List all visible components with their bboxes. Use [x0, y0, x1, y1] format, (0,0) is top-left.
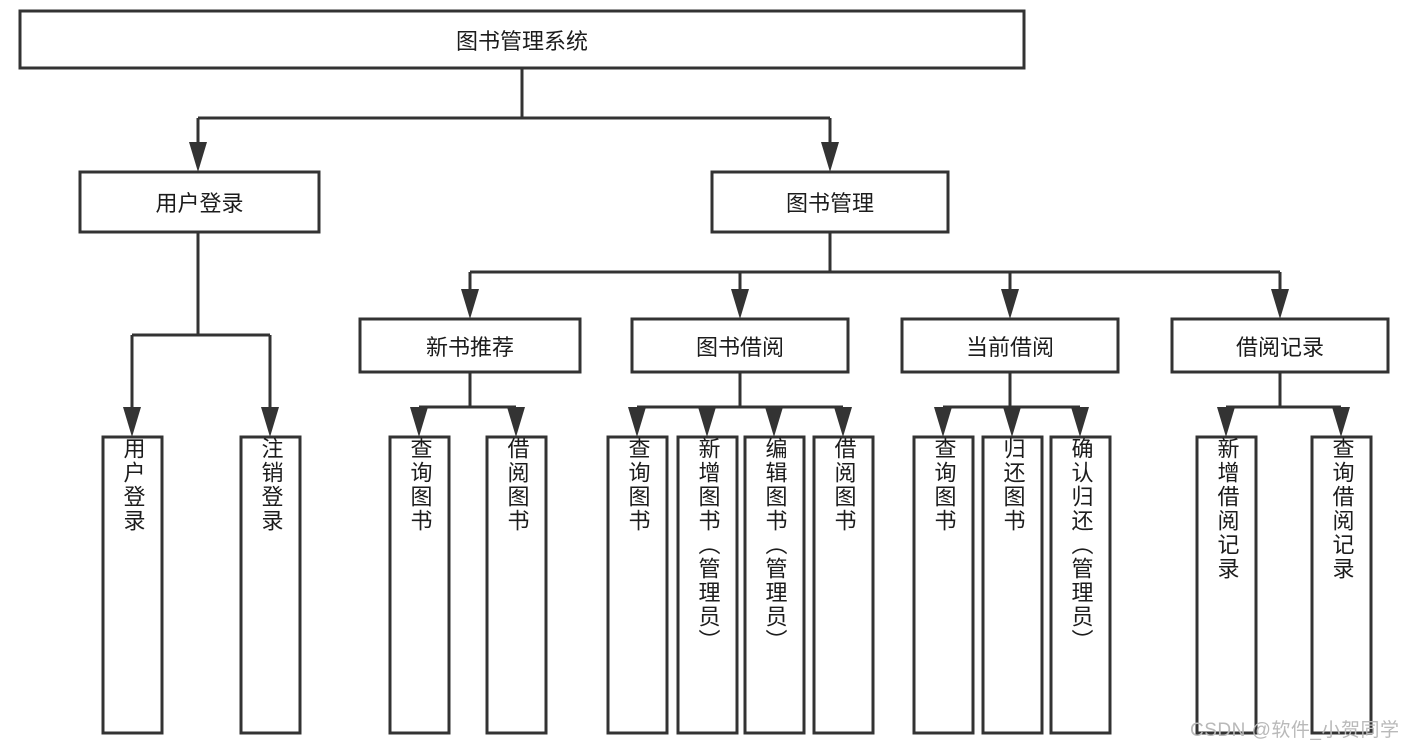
node-box-leaf-logout-login[interactable] [239, 435, 302, 735]
node-box-leaf-query-book-2[interactable] [606, 435, 669, 735]
node-box-leaf-query-record[interactable] [1310, 435, 1373, 735]
node-box-root[interactable] [18, 9, 1026, 70]
connector-group-root [189, 68, 839, 172]
connector-group-new-book-recommend [410, 372, 525, 437]
arrow-head-leaf-query-record [1332, 407, 1350, 437]
node-box-leaf-edit-book[interactable] [743, 435, 806, 735]
node-box-leaf-borrow-book-1[interactable] [485, 435, 548, 735]
connector-group-user-login [123, 232, 279, 437]
connector-group-book-borrow [628, 372, 852, 437]
arrow-head-user-login [189, 142, 207, 172]
node-box-user-login[interactable] [78, 170, 321, 234]
arrow-head-leaf-edit-book [765, 407, 783, 437]
node-box-new-book-recommend[interactable] [358, 317, 582, 374]
arrow-head-leaf-query-book-2 [628, 407, 646, 437]
arrow-head-leaf-add-book [698, 407, 716, 437]
arrow-head-leaf-return-book [1003, 407, 1021, 437]
node-box-leaf-borrow-book-2[interactable] [812, 435, 875, 735]
node-box-leaf-add-record[interactable] [1195, 435, 1258, 735]
node-box-leaf-query-book-1[interactable] [388, 435, 451, 735]
arrow-head-leaf-user-login [123, 407, 141, 437]
node-box-book-borrow[interactable] [630, 317, 850, 374]
connector-group-current-borrow [934, 372, 1089, 437]
connector-group-borrow-record [1217, 372, 1350, 437]
connector-group-book-management [461, 232, 1289, 319]
node-box-borrow-record[interactable] [1170, 317, 1390, 374]
node-box-book-management[interactable] [710, 170, 950, 234]
arrow-head-new-book-recommend [461, 289, 479, 319]
node-box-current-borrow[interactable] [900, 317, 1120, 374]
node-box-leaf-query-book-3[interactable] [912, 435, 975, 735]
arrow-head-leaf-query-book-3 [934, 407, 952, 437]
watermark: CSDN @软件_小贺同学 [1190, 720, 1400, 741]
arrow-head-leaf-add-record [1217, 407, 1235, 437]
arrow-head-leaf-confirm-return [1071, 407, 1089, 437]
arrow-head-borrow-record [1271, 289, 1289, 319]
node-box-leaf-add-book[interactable] [676, 435, 739, 735]
arrow-head-book-borrow [731, 289, 749, 319]
arrow-head-leaf-borrow-book-2 [834, 407, 852, 437]
node-box-leaf-confirm-return[interactable] [1049, 435, 1112, 735]
arrow-head-book-management [821, 142, 839, 172]
arrow-head-current-borrow [1001, 289, 1019, 319]
arrow-head-leaf-query-book-1 [410, 407, 428, 437]
arrow-head-leaf-logout-login [261, 407, 279, 437]
arrow-head-leaf-borrow-book-1 [507, 407, 525, 437]
node-box-leaf-return-book[interactable] [981, 435, 1044, 735]
node-box-leaf-user-login[interactable] [101, 435, 164, 735]
